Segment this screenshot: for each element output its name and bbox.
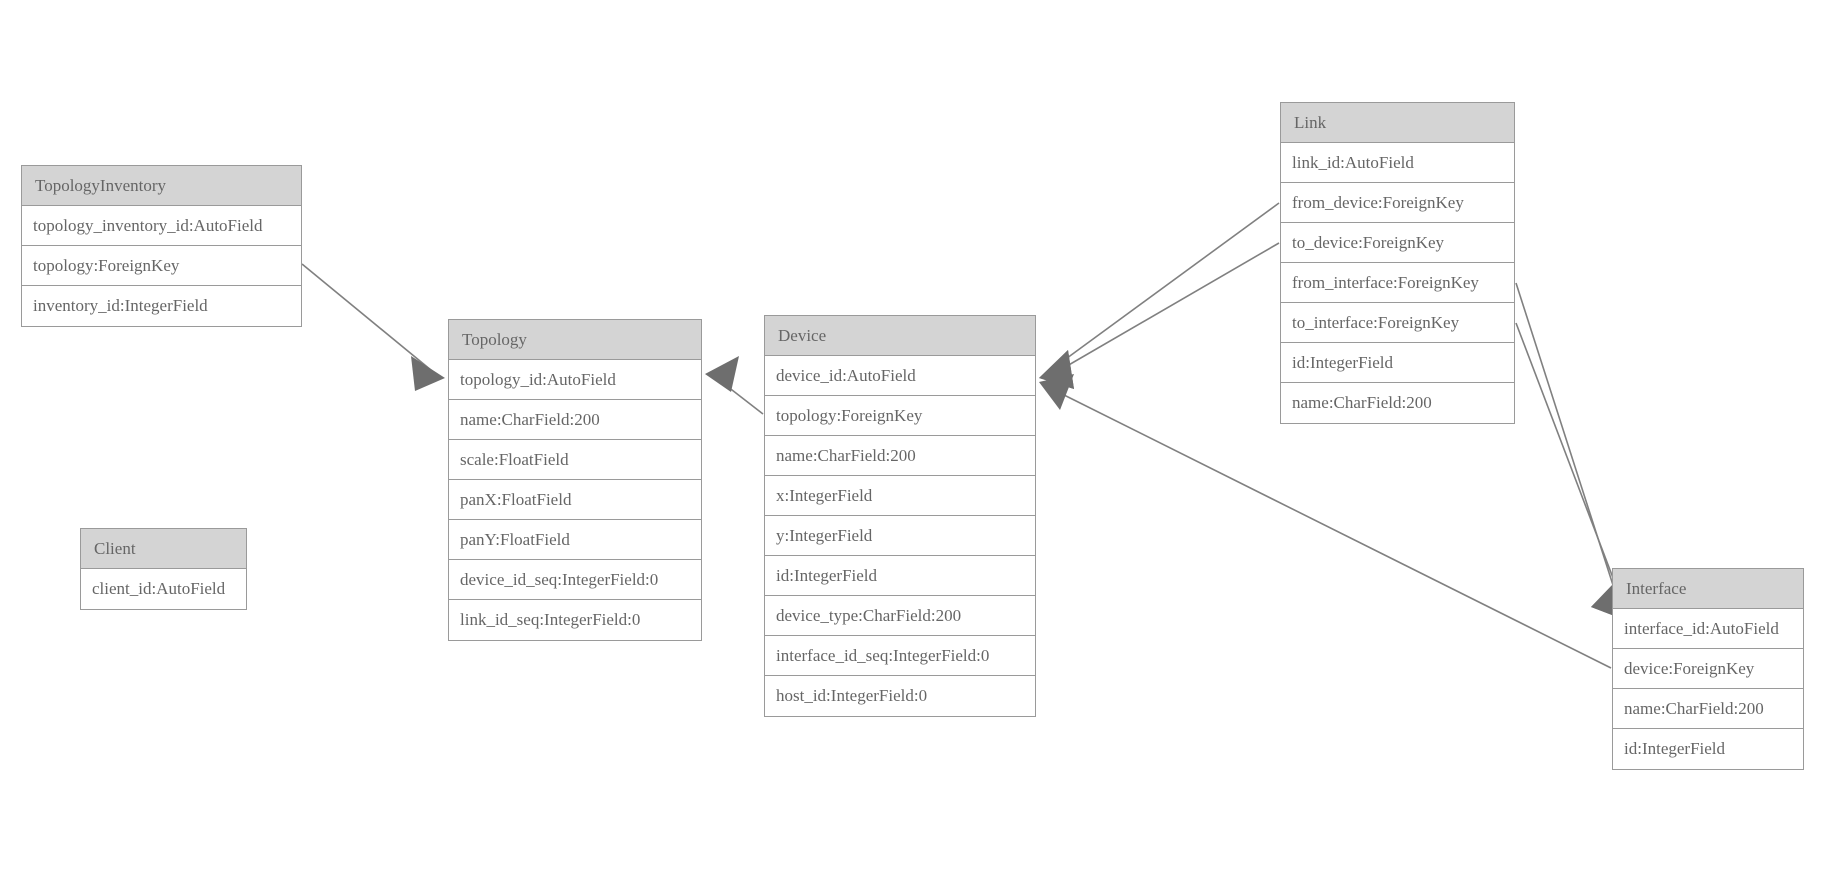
edge-line bbox=[1047, 242, 1280, 378]
entity-field-row[interactable]: panY:FloatField bbox=[449, 520, 701, 560]
edge-line bbox=[1047, 202, 1280, 373]
edge-arrowhead-icon bbox=[705, 356, 739, 392]
entity-field-row[interactable]: name:CharField:200 bbox=[765, 436, 1035, 476]
entity-field-row[interactable]: y:IntegerField bbox=[765, 516, 1035, 556]
edge-line bbox=[301, 263, 438, 376]
entity-field-row[interactable]: device:ForeignKey bbox=[1613, 649, 1803, 689]
entity-title-client: Client bbox=[81, 529, 246, 569]
entity-title-topologyinventory: TopologyInventory bbox=[22, 166, 301, 206]
entity-field-row[interactable]: device_type:CharField:200 bbox=[765, 596, 1035, 636]
entity-field-row[interactable]: interface_id_seq:IntegerField:0 bbox=[765, 636, 1035, 676]
entity-field-row[interactable]: device_id_seq:IntegerField:0 bbox=[449, 560, 701, 600]
entity-field-row[interactable]: topology:ForeignKey bbox=[22, 246, 301, 286]
edge-arrowhead-icon bbox=[1039, 374, 1074, 410]
entity-field-list-client: client_id:AutoField bbox=[81, 569, 246, 609]
entity-field-row[interactable]: topology_inventory_id:AutoField bbox=[22, 206, 301, 246]
entity-field-row[interactable]: link_id_seq:IntegerField:0 bbox=[449, 600, 701, 640]
entity-field-row[interactable]: name:CharField:200 bbox=[449, 400, 701, 440]
entity-field-row[interactable]: name:CharField:200 bbox=[1613, 689, 1803, 729]
entity-field-row[interactable]: panX:FloatField bbox=[449, 480, 701, 520]
relationship-edge-rel-link-from-device bbox=[1039, 202, 1280, 389]
edge-line bbox=[713, 375, 764, 415]
entity-title-device: Device bbox=[765, 316, 1035, 356]
edge-arrowhead-icon bbox=[1039, 350, 1074, 389]
entity-field-row[interactable]: name:CharField:200 bbox=[1281, 383, 1514, 423]
entity-title-topology: Topology bbox=[449, 320, 701, 360]
entity-field-row[interactable]: id:IntegerField bbox=[1613, 729, 1803, 769]
edge-line bbox=[1049, 387, 1612, 669]
edge-line bbox=[1515, 322, 1627, 613]
relationship-edge-rel-link-to-interface bbox=[1515, 322, 1627, 620]
relationship-edge-rel-device-topology bbox=[705, 356, 764, 415]
entity-field-row[interactable]: interface_id:AutoField bbox=[1613, 609, 1803, 649]
relationship-edge-rel-link-to-device bbox=[1039, 242, 1280, 389]
entity-field-row[interactable]: from_interface:ForeignKey bbox=[1281, 263, 1514, 303]
edge-arrowhead-icon bbox=[1039, 350, 1074, 389]
entity-field-row[interactable]: to_interface:ForeignKey bbox=[1281, 303, 1514, 343]
entity-field-row[interactable]: id:IntegerField bbox=[1281, 343, 1514, 383]
relationship-edge-rel-link-from-interface bbox=[1515, 282, 1625, 620]
entity-field-row[interactable]: topology:ForeignKey bbox=[765, 396, 1035, 436]
entity-field-row[interactable]: from_device:ForeignKey bbox=[1281, 183, 1514, 223]
entity-title-link: Link bbox=[1281, 103, 1514, 143]
entity-field-row[interactable]: inventory_id:IntegerField bbox=[22, 286, 301, 326]
entity-field-row[interactable]: scale:FloatField bbox=[449, 440, 701, 480]
entity-field-row[interactable]: link_id:AutoField bbox=[1281, 143, 1514, 183]
entity-field-row[interactable]: id:IntegerField bbox=[765, 556, 1035, 596]
edge-line bbox=[1515, 282, 1622, 611]
entity-field-row[interactable]: to_device:ForeignKey bbox=[1281, 223, 1514, 263]
entity-field-row[interactable]: x:IntegerField bbox=[765, 476, 1035, 516]
edge-arrowhead-icon bbox=[411, 356, 445, 391]
entity-field-row[interactable]: client_id:AutoField bbox=[81, 569, 246, 609]
entity-field-row[interactable]: host_id:IntegerField:0 bbox=[765, 676, 1035, 716]
entity-title-interface: Interface bbox=[1613, 569, 1803, 609]
entity-field-row[interactable]: device_id:AutoField bbox=[765, 356, 1035, 396]
relationship-edge-rel-topologyinventory-topology bbox=[301, 263, 445, 391]
entity-field-row[interactable]: topology_id:AutoField bbox=[449, 360, 701, 400]
